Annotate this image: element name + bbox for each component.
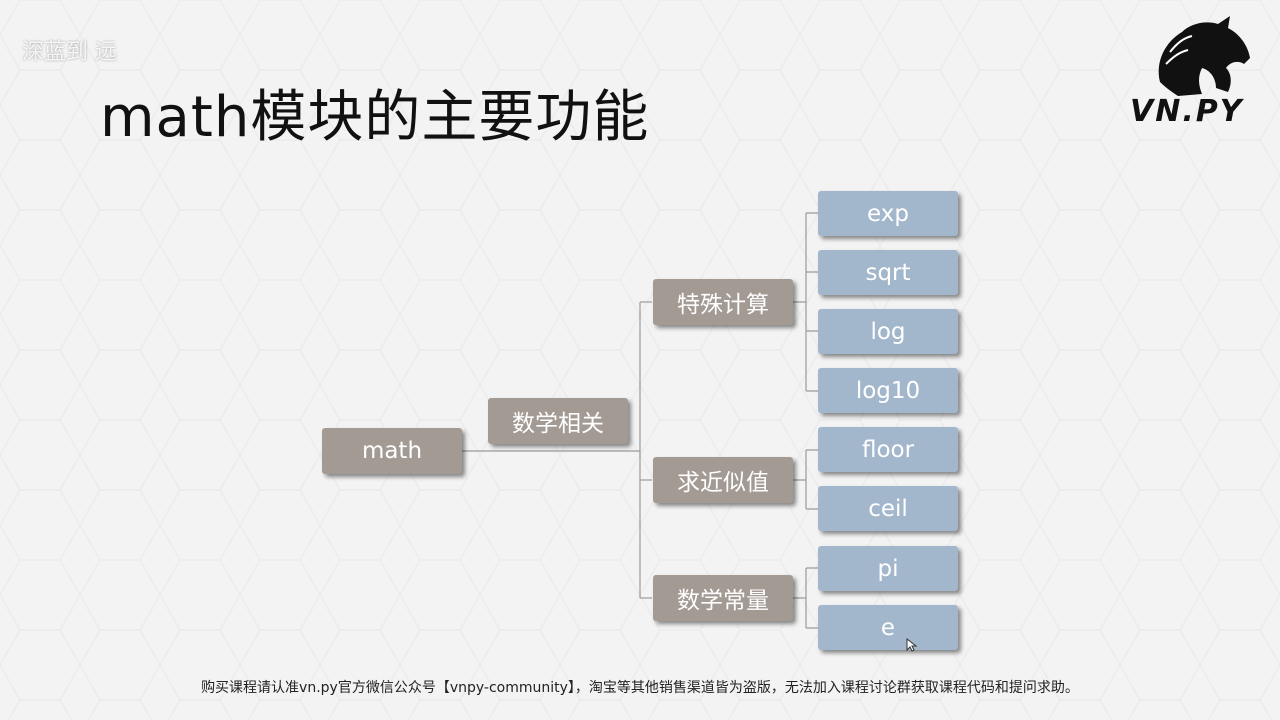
node-leaf-label: ceil (868, 495, 908, 522)
node-leaf-label: log (870, 318, 906, 345)
node-category-label: 求近似值 (677, 470, 769, 496)
node-leaf-label: sqrt (865, 259, 911, 286)
node-category-approx: 求近似值 (653, 457, 793, 503)
node-leaf-floor: floor (818, 427, 958, 472)
node-leaf-sqrt: sqrt (818, 250, 958, 295)
node-root-label: math (361, 438, 423, 464)
node-category-constants: 数学常量 (653, 575, 793, 621)
page-title: math模块的主要功能 (100, 85, 650, 150)
node-leaf-log: log (818, 309, 958, 354)
node-level1: 数学相关 (488, 398, 628, 444)
footer-notice: 购买课程请认准vn.py官方微信公众号【vnpy-community】，淘宝等其… (201, 680, 1079, 696)
node-leaf-label: e (880, 614, 896, 641)
connector-cat2-bracket (793, 449, 818, 510)
logo-text: VN.PY (1130, 94, 1244, 129)
node-leaf-log10: log10 (818, 368, 958, 413)
node-category-label: 数学常量 (677, 588, 769, 614)
node-root: math (322, 428, 462, 474)
node-leaf-label: log10 (855, 377, 921, 404)
node-leaf-label: pi (877, 555, 899, 582)
node-category-special: 特殊计算 (653, 279, 793, 325)
watermark: 深蓝到 远 (22, 40, 117, 65)
node-leaf-e: e (818, 605, 958, 650)
node-category-label: 特殊计算 (677, 292, 769, 318)
node-leaf-pi: pi (818, 546, 958, 591)
node-leaf-ceil: ceil (818, 486, 958, 531)
horse-head-icon (1158, 16, 1250, 96)
node-level1-label: 数学相关 (512, 411, 604, 437)
connector-cat3-bracket (793, 567, 818, 629)
mouse-cursor-icon (906, 638, 918, 652)
node-leaf-exp: exp (818, 191, 958, 236)
node-leaf-label: floor (861, 436, 915, 463)
connector-cat1-bracket (793, 212, 818, 392)
node-leaf-label: exp (867, 200, 909, 227)
